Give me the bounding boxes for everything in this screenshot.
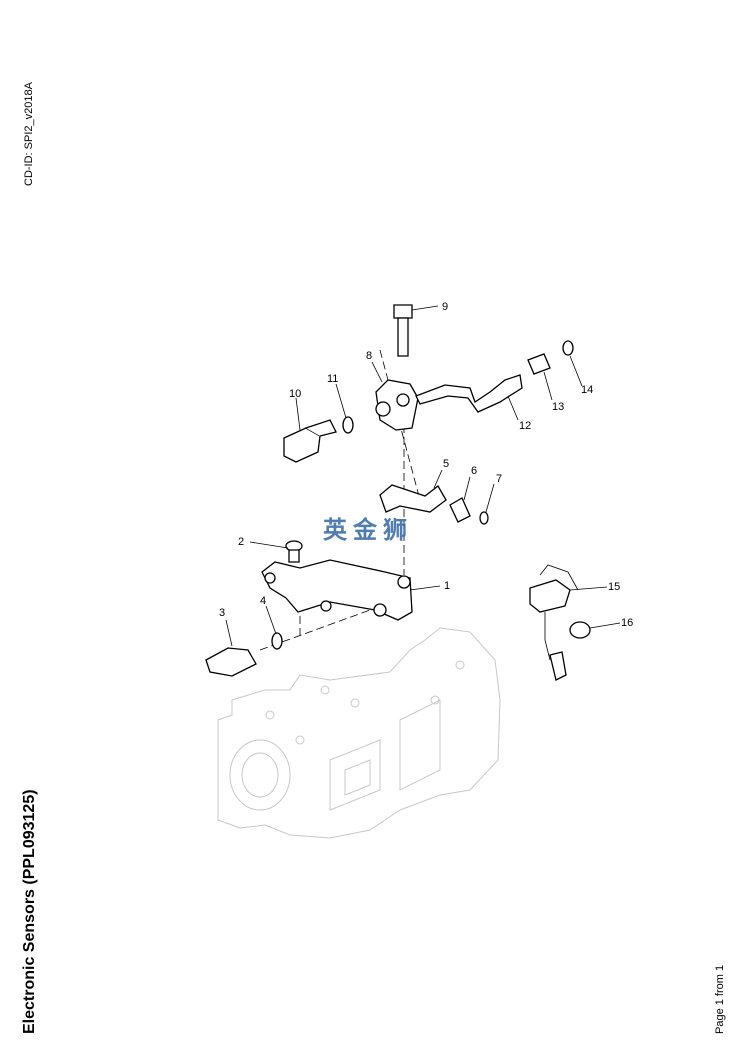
part-temperature-sensor (529, 564, 579, 681)
part-seal-lower (479, 511, 489, 525)
part-sensor-lower (205, 647, 257, 677)
part-seal (562, 340, 574, 356)
callout-13: 13 (552, 401, 564, 413)
callout-11: 11 (327, 373, 338, 385)
part-pipe (415, 374, 523, 413)
part-screw (285, 540, 303, 563)
callout-7: 7 (496, 473, 502, 485)
callout-8: 8 (366, 350, 372, 362)
callout-5: 5 (443, 458, 449, 470)
part-bracket (261, 559, 413, 621)
part-pipe-lower (379, 484, 447, 513)
part-adapter-lower (449, 497, 471, 523)
callout-9: 9 (442, 301, 448, 313)
callout-1: 1 (444, 580, 450, 592)
part-o-ring (342, 416, 354, 434)
part-banjo-fitting (375, 379, 419, 431)
callout-4: 4 (260, 595, 266, 607)
part-adapter (527, 353, 551, 375)
callout-3: 3 (219, 607, 225, 619)
part-pressure-sensor (283, 419, 337, 463)
watermark: 英金狮 (323, 516, 413, 544)
callout-2: 2 (238, 536, 244, 548)
leader-lines (225, 305, 621, 647)
callout-12: 12 (519, 420, 531, 432)
callout-14: 14 (581, 384, 593, 396)
engine-block-outline (217, 627, 501, 839)
part-o-ring-lower (271, 632, 283, 650)
callout-16: 16 (621, 617, 633, 629)
part-clamp (569, 621, 591, 639)
callout-6: 6 (471, 465, 477, 477)
callout-10: 10 (289, 388, 301, 400)
callout-15: 15 (608, 581, 620, 593)
part-bolt (393, 304, 413, 357)
